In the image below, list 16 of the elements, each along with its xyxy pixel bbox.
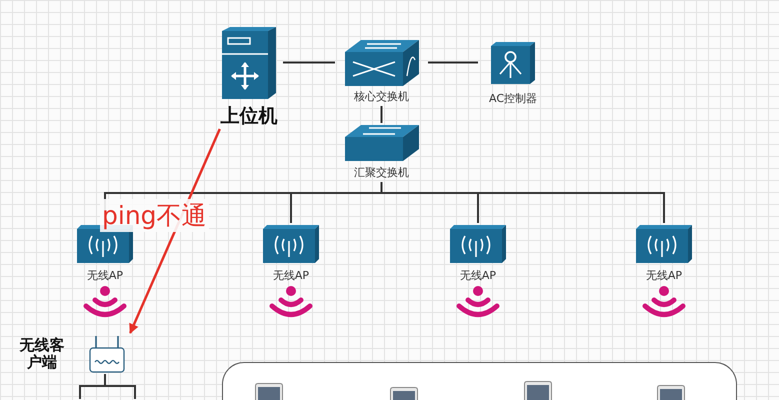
connector-line bbox=[283, 61, 335, 64]
connector-line bbox=[380, 106, 382, 123]
connector-line bbox=[428, 61, 478, 64]
device-label: 汇聚交换机 bbox=[353, 165, 410, 180]
device-label: 无线AP bbox=[458, 268, 498, 283]
device-label: 无线客户端 bbox=[18, 337, 66, 371]
rounded-panel bbox=[222, 362, 737, 400]
connector-line bbox=[104, 374, 136, 399]
connector-line bbox=[380, 182, 665, 223]
device-label: 上位机 bbox=[220, 104, 278, 129]
device-label: 核心交换机 bbox=[353, 89, 410, 104]
edge-label: ping不通 bbox=[100, 199, 209, 232]
device-label: 无线AP bbox=[86, 268, 124, 283]
device-label: 无线AP bbox=[272, 268, 310, 283]
device-label: 无线AP bbox=[644, 268, 684, 283]
device-label: AC控制器 bbox=[488, 91, 538, 106]
